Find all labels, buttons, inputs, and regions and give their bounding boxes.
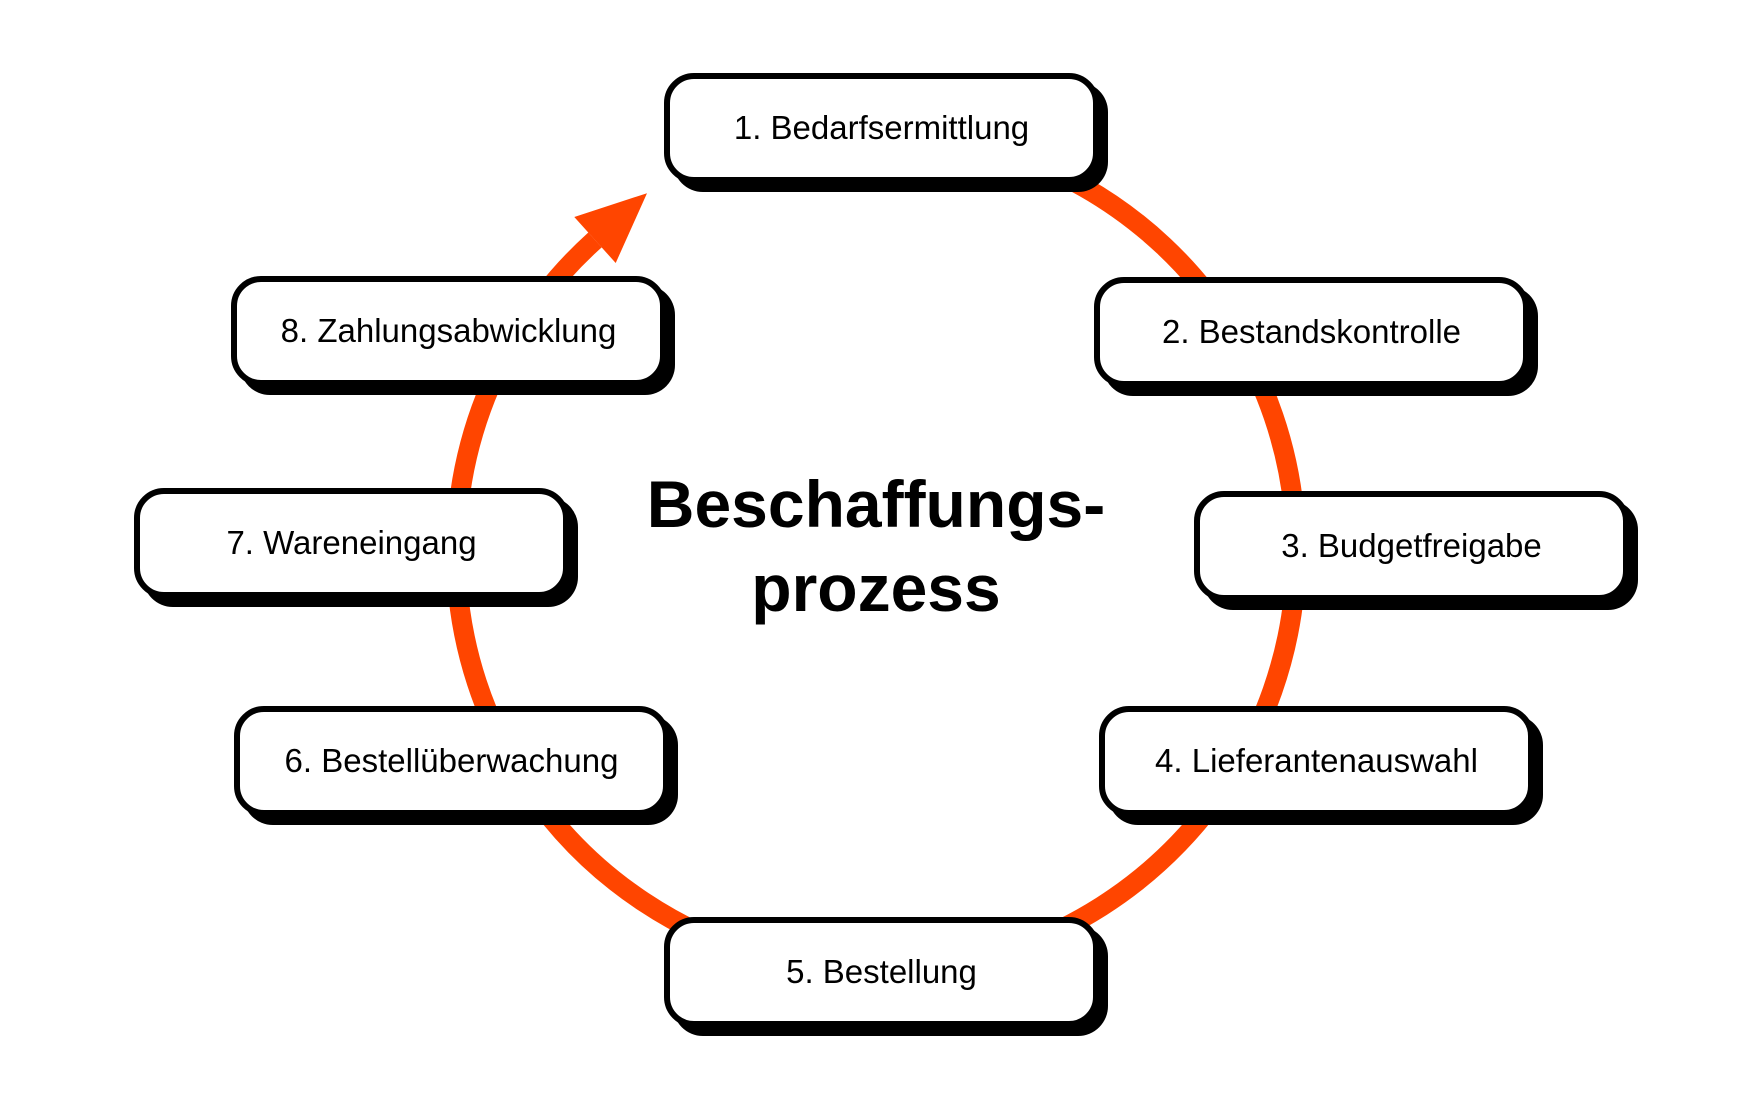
step-box-bedarfsermittlung: 1. Bedarfsermittlung [664, 73, 1099, 183]
step-box-wareneingang: 7. Wareneingang [134, 488, 569, 598]
step-label: 1. Bedarfsermittlung [733, 109, 1030, 146]
diagram-title-line2: prozess [751, 551, 1001, 626]
step-label: 5. Bestellung [786, 953, 977, 990]
diagram-title: Beschaffungs- prozess [576, 462, 1176, 631]
step-label: 2. Bestandskontrolle [1161, 313, 1461, 350]
step-label: 7. Wareneingang [226, 524, 477, 561]
step-label: 8. Zahlungsabwicklung [280, 312, 617, 349]
step-label: 3. Budgetfreigabe [1281, 527, 1542, 564]
step-box-lieferantenauswahl: 4. Lieferantenauswahl [1099, 706, 1534, 816]
step-box-bestandskontrolle: 2. Bestandskontrolle [1094, 277, 1529, 387]
step-box-zahlungsabwicklung: 8. Zahlungsabwicklung [231, 276, 666, 386]
step-label: 6. Bestellüberwachung [284, 742, 619, 779]
step-box-bestellung: 5. Bestellung [664, 917, 1099, 1027]
arrow-head-icon [574, 193, 647, 263]
diagram-title-line1: Beschaffungs- [646, 467, 1106, 541]
step-box-bestelluberwachung: 6. Bestellüberwachung [234, 706, 669, 816]
step-box-budgetfreigabe: 3. Budgetfreigabe [1194, 491, 1629, 601]
step-label: 4. Lieferantenauswahl [1155, 742, 1478, 779]
